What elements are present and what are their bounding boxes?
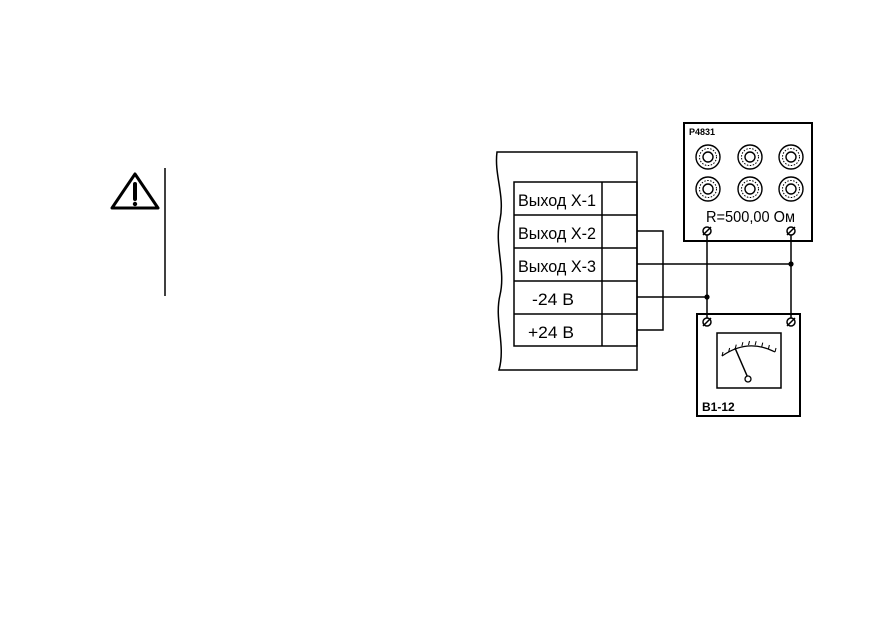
junction-dot xyxy=(788,261,794,267)
gauge-tick xyxy=(767,344,770,350)
gauge-tick xyxy=(741,342,744,347)
voltmeter-model: В1-12 xyxy=(702,400,735,414)
resistance-value-label: R=500,00 Ом xyxy=(706,209,795,226)
wires xyxy=(637,231,792,320)
terminal-block: Выход Х-1 Выход Х-2 Выход Х-3 -24 В +24 … xyxy=(513,181,638,347)
voltmeter: В1-12 xyxy=(696,313,801,417)
terminal-screw-icon xyxy=(702,226,712,236)
knob-icon xyxy=(737,144,763,170)
knob-icon xyxy=(778,144,804,170)
terminal-label-minus-24v: -24 В xyxy=(532,290,574,309)
resistance-box-model: Р4831 xyxy=(689,127,715,137)
jumper-out2-plus24 xyxy=(637,230,664,331)
knob-icon xyxy=(778,176,804,202)
terminal-screw-icon xyxy=(702,317,712,327)
analog-gauge-icon xyxy=(716,332,782,389)
device-body xyxy=(495,151,638,371)
gauge-tick xyxy=(774,347,777,353)
knob-icon xyxy=(737,176,763,202)
terminal-screw-icon xyxy=(786,226,796,236)
gauge-tick xyxy=(761,342,764,347)
gauge-tick xyxy=(748,340,750,346)
gauge-tick xyxy=(754,341,757,346)
terminal-label-out-1: Выход Х-1 xyxy=(518,191,596,210)
terminal-screw-icon xyxy=(786,317,796,327)
gauge-tick xyxy=(721,351,724,357)
knob-icon xyxy=(695,144,721,170)
knob-icon xyxy=(695,176,721,202)
knob-group xyxy=(695,144,804,202)
terminal-label-out-3: Выход Х-3 xyxy=(518,257,596,276)
terminal-label-plus-24v: +24 В xyxy=(528,323,574,342)
warning-triangle-icon xyxy=(110,172,160,210)
resistance-box: Р4831 R=500,00 Ом xyxy=(683,122,813,242)
gauge-tick xyxy=(728,347,731,353)
terminal-label-out-2: Выход Х-2 xyxy=(518,224,596,243)
junction-dot xyxy=(704,294,710,300)
